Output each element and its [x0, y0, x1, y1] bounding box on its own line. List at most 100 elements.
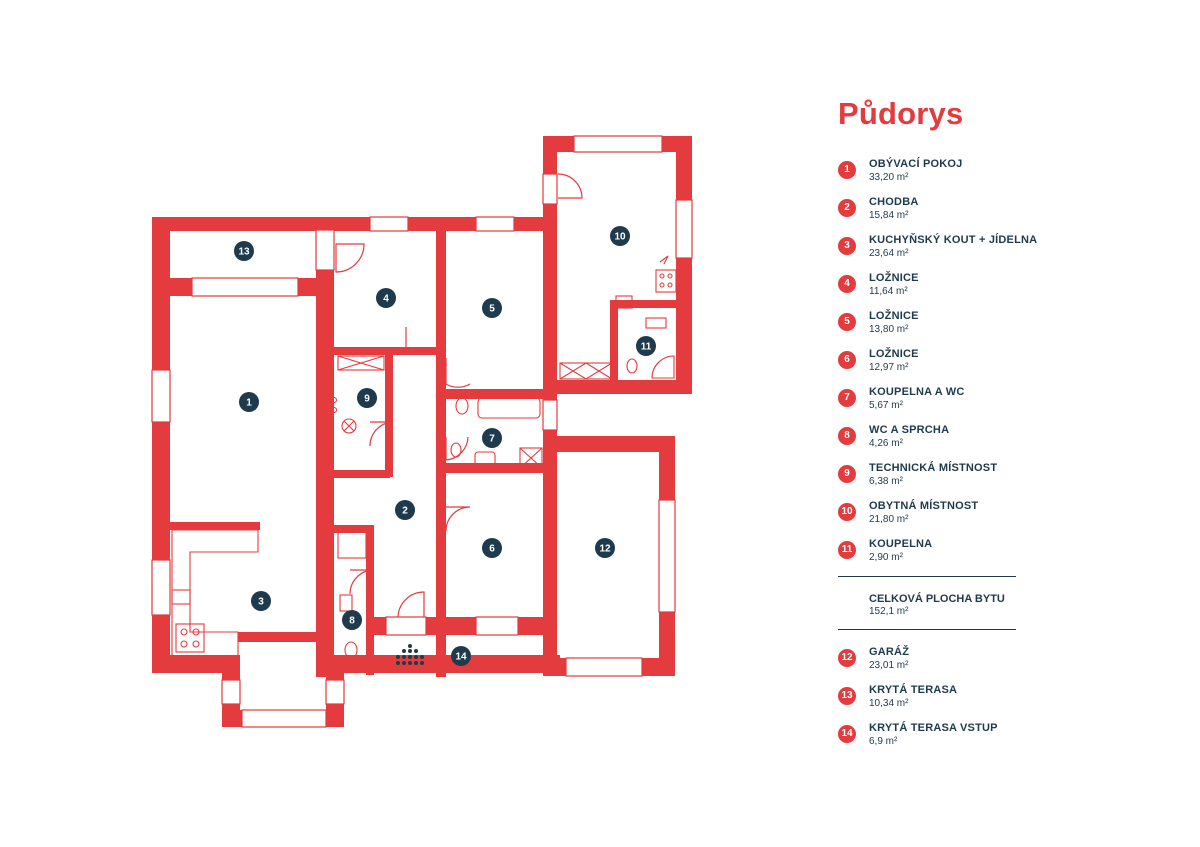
legend-item-10: 10 OBYTNÁ MÍSTNOST 21,80 m²	[836, 500, 1026, 538]
total-area-value: 152,1 m²	[869, 606, 909, 617]
room-marker-label: 5	[489, 304, 495, 315]
room-name: LOŽNICE	[869, 310, 919, 322]
legend-item-14: 14 KRYTÁ TERASA VSTUP 6,9 m²	[836, 722, 1026, 760]
legend-number-badge: 1	[838, 161, 856, 179]
room-marker-6: 6	[482, 538, 502, 558]
room-name: WC A SPRCHA	[869, 424, 950, 436]
room-marker-5: 5	[482, 298, 502, 318]
extras-list: 12 GARÁŽ 23,01 m² 13 KRYTÁ TERASA 10,34 m² 14 K…	[836, 646, 1026, 760]
room-marker-label: 9	[364, 394, 370, 405]
total-area: CELKOVÁ PLOCHA BYTU 152,1 m²	[836, 577, 1026, 629]
room-marker-12: 12	[595, 538, 615, 558]
room-name: KOUPELNA	[869, 538, 933, 550]
room-area: 21,80 m²	[869, 514, 909, 525]
total-area-label: CELKOVÁ PLOCHA BYTU	[869, 593, 1005, 605]
legend-number-badge: 6	[838, 351, 856, 369]
legend-item-3: 3 KUCHYŇSKÝ KOUT + JÍDELNA 23,64 m²	[836, 234, 1037, 272]
room-area: 4,26 m²	[869, 438, 903, 449]
room-marker-label: 1	[246, 398, 252, 409]
room-marker-label: 8	[349, 616, 355, 627]
room-name: OBYTNÁ MÍSTNOST	[869, 500, 979, 512]
legend-item-5: 5 LOŽNICE 13,80 m²	[836, 310, 1026, 348]
room-marker-label: 6	[489, 544, 495, 555]
legend-item-7: 7 KOUPELNA A WC 5,67 m²	[836, 386, 1026, 424]
room-name: GARÁŽ	[869, 646, 910, 658]
room-marker-10: 10	[610, 226, 630, 246]
room-area: 12,97 m²	[869, 362, 909, 373]
room-marker-13: 13	[234, 241, 254, 261]
room-marker-8: 8	[342, 610, 362, 630]
room-name: CHODBA	[869, 196, 919, 208]
room-marker-label: 2	[402, 506, 408, 517]
room-area: 5,67 m²	[869, 400, 903, 411]
room-name: TECHNICKÁ MÍSTNOST	[869, 462, 998, 474]
divider-bottom	[838, 629, 1016, 630]
room-marker-label: 10	[614, 232, 626, 243]
room-name: KOUPELNA A WC	[869, 386, 965, 398]
room-marker-label: 4	[383, 294, 389, 305]
walls	[152, 136, 692, 727]
room-area: 6,9 m²	[869, 736, 898, 747]
room-marker-1: 1	[239, 392, 259, 412]
legend-number-badge: 9	[838, 465, 856, 483]
room-list: 1 OBÝVACÍ POKOJ 33,20 m² 2 CHODBA 15,84 m² 3 KU…	[836, 158, 1037, 576]
room-name: OBÝVACÍ POKOJ	[869, 158, 963, 170]
room-marker-label: 14	[455, 652, 467, 663]
openings	[151, 135, 693, 728]
entrance-steps	[396, 644, 424, 665]
legend-number-badge: 11	[838, 541, 856, 559]
legend-item-6: 6 LOŽNICE 12,97 m²	[836, 348, 1026, 386]
room-name: LOŽNICE	[869, 272, 919, 284]
legend-item-2: 2 CHODBA 15,84 m²	[836, 196, 1026, 234]
legend-number-badge: 13	[838, 687, 856, 705]
room-area: 23,01 m²	[869, 660, 909, 671]
door-swings	[335, 173, 583, 618]
legend-number-badge: 12	[838, 649, 856, 667]
legend-number-badge: 5	[838, 313, 856, 331]
legend-number-badge: 14	[838, 725, 856, 743]
room-area: 13,80 m²	[869, 324, 909, 335]
legend-item-13: 13 KRYTÁ TERASA 10,34 m²	[836, 684, 1026, 722]
room-name: LOŽNICE	[869, 348, 919, 360]
legend-title: Půdorys	[838, 96, 964, 131]
room-marker-9: 9	[357, 388, 377, 408]
room-area: 6,38 m²	[869, 476, 903, 487]
room-marker-label: 11	[641, 342, 652, 353]
room-name: KRYTÁ TERASA VSTUP	[869, 722, 998, 734]
room-area: 23,64 m²	[869, 248, 909, 259]
room-area: 2,90 m²	[869, 552, 903, 563]
room-marker-label: 12	[599, 544, 611, 555]
room-marker-2: 2	[395, 500, 415, 520]
legend-number-badge: 4	[838, 275, 856, 293]
room-area: 10,34 m²	[869, 698, 909, 709]
legend-panel: Půdorys 1 OBÝVACÍ POKOJ 33,20 m² 2 CHODBA 15,…	[836, 96, 1037, 760]
room-marker-3: 3	[251, 591, 271, 611]
room-marker-label: 7	[489, 434, 495, 445]
legend-number-badge: 3	[838, 237, 856, 255]
room-area: 33,20 m²	[869, 172, 909, 183]
legend-item-8: 8 WC A SPRCHA 4,26 m²	[836, 424, 1026, 462]
room-marker-label: 3	[258, 597, 264, 608]
fixtures	[171, 255, 677, 659]
room-marker-label: 13	[238, 247, 250, 258]
room-marker-7: 7	[482, 428, 502, 448]
room-marker-14: 14	[451, 646, 471, 666]
room-name: KRYTÁ TERASA	[869, 684, 958, 696]
divider-top	[838, 576, 1016, 577]
legend-number-badge: 10	[838, 503, 856, 521]
legend-item-12: 12 GARÁŽ 23,01 m²	[836, 646, 1026, 684]
legend-item-4: 4 LOŽNICE 11,64 m²	[836, 272, 1026, 310]
legend-item-9: 9 TECHNICKÁ MÍSTNOST 6,38 m²	[836, 462, 1026, 500]
room-marker-11: 11	[636, 336, 656, 356]
legend-item-1: 1 OBÝVACÍ POKOJ 33,20 m²	[836, 158, 1026, 196]
room-name: KUCHYŇSKÝ KOUT + JÍDELNA	[869, 234, 1038, 246]
legend-number-badge: 2	[838, 199, 856, 217]
legend-number-badge: 8	[838, 427, 856, 445]
room-marker-4: 4	[376, 288, 396, 308]
room-area: 15,84 m²	[869, 210, 909, 221]
legend-item-11: 11 KOUPELNA 2,90 m²	[836, 538, 1026, 576]
room-area: 11,64 m²	[869, 286, 908, 297]
legend-number-badge: 7	[838, 389, 856, 407]
